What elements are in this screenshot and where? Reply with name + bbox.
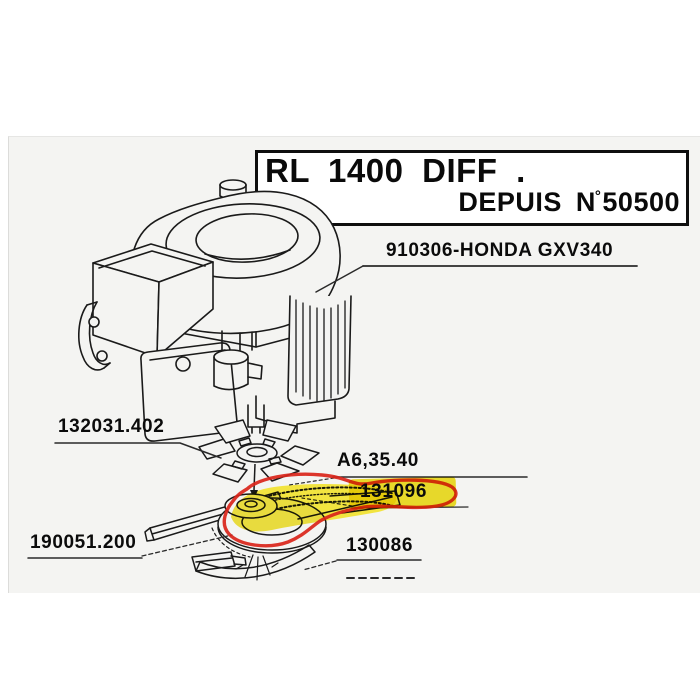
model-title: RL 1400 DIFF . <box>265 152 526 189</box>
engine-illustration <box>78 179 352 442</box>
serial-prefix: DEPUIS N <box>458 187 596 217</box>
serial-number: 50500 <box>602 187 680 217</box>
part-label-clutch-highlighted: 131096 <box>360 481 428 502</box>
part-label-belt: A6,35.40 <box>337 450 419 471</box>
part-label-fan: 132031.402 <box>58 416 165 437</box>
part-label-engine: 910306-HONDA GXV340 <box>386 240 614 261</box>
title-box: RL 1400 DIFF . DEPUIS N°50500 <box>255 150 689 226</box>
serial-subtitle: DEPUIS N°50500 <box>458 187 680 218</box>
part-label-support: 190051.200 <box>30 532 137 553</box>
degree-symbol: ° <box>594 188 602 205</box>
part-label-arm: 130086 <box>346 535 414 556</box>
fan-illustration <box>198 419 320 499</box>
